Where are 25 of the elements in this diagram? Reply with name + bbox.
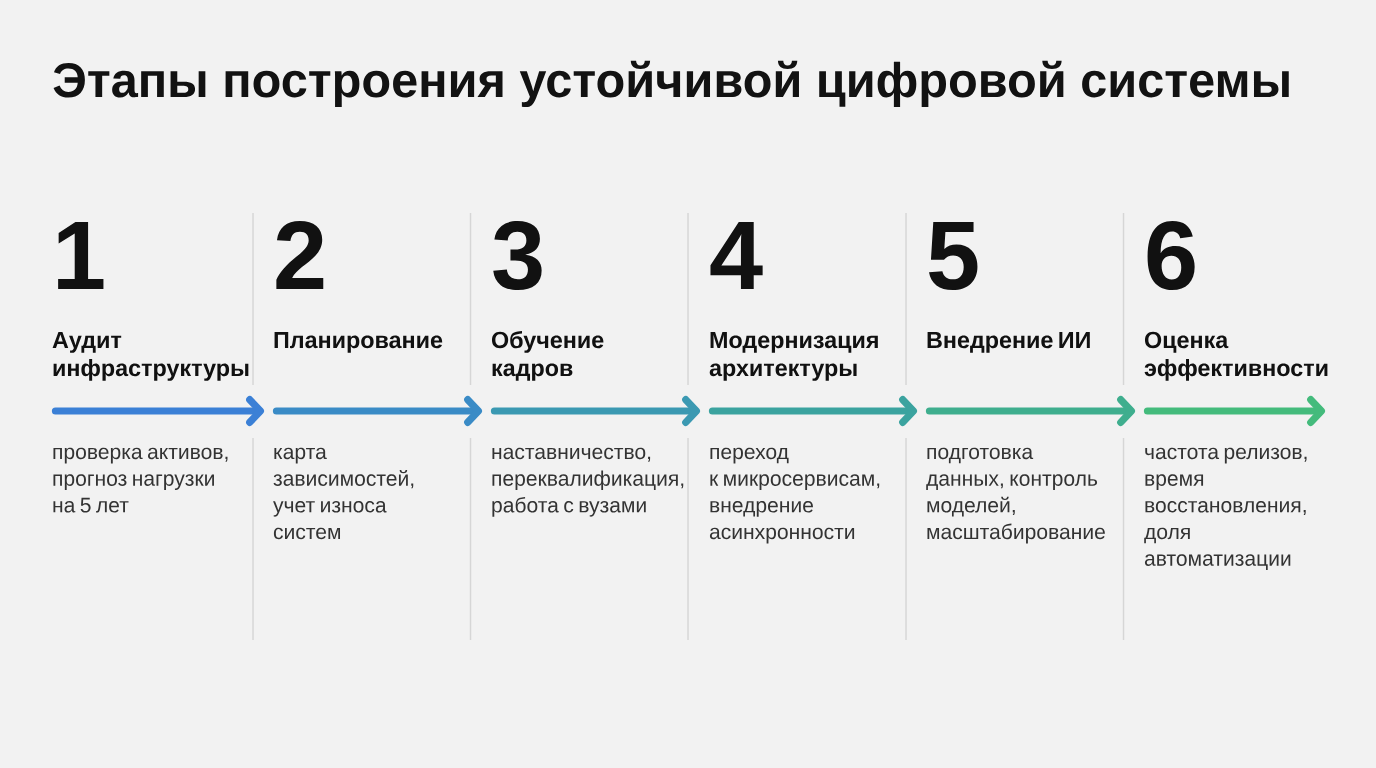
- step-number: 3: [493, 221, 542, 291]
- arrow: [51, 396, 264, 426]
- arrow: [1143, 396, 1325, 426]
- step-title: Внедрение ИИ: [927, 331, 1090, 353]
- step-number: 4: [710, 222, 763, 289]
- step-description: проверка активов, прогноз нагрузки на 5 лет: [53, 447, 228, 513]
- step-description: переход к микросервисам, внедрение асинхронности: [709, 447, 880, 544]
- arrow: [708, 396, 917, 426]
- step-title: Модернизация архитектуры: [709, 331, 878, 381]
- step-title: Планирование: [274, 331, 443, 353]
- step-number: 1: [58, 222, 104, 289]
- step-description: подготовка данных, контроль моделей, масштабирование: [926, 447, 1105, 544]
- arrow: [272, 396, 482, 426]
- step-number: 5: [929, 222, 978, 290]
- arrow: [925, 396, 1135, 426]
- step-title: Оценка эффективности: [1144, 331, 1328, 381]
- step-description: карта зависимостей, учет износа систем: [273, 447, 414, 540]
- step-description: частота релизов, время восстановления, доля автоматизации: [1144, 447, 1307, 570]
- title: Этапы построения устойчивой цифровой системы: [53, 60, 1289, 108]
- step-number: 6: [1147, 221, 1195, 290]
- arrow: [490, 396, 700, 426]
- step-title: Обучение кадров: [491, 330, 604, 381]
- step-number: 2: [276, 221, 324, 289]
- step-description: наставничество, переквалификация, работа с вузами: [492, 447, 684, 517]
- step-title: Аудит инфраструктуры: [52, 331, 249, 381]
